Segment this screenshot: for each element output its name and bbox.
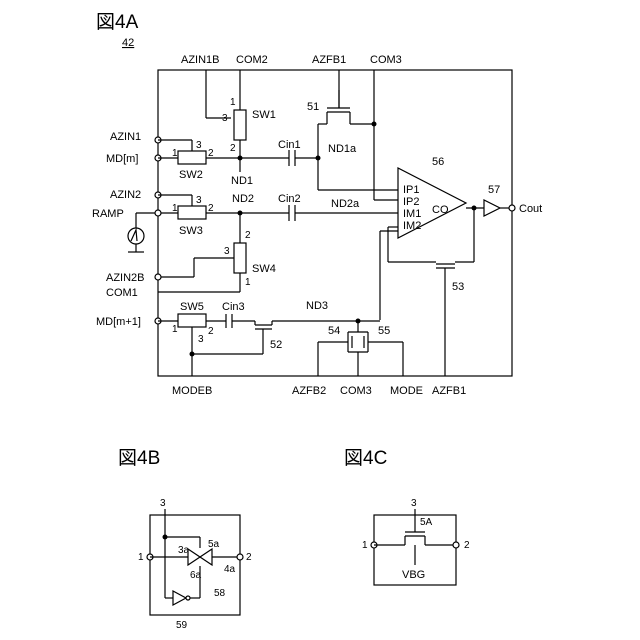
sw3-pin1: 1: [172, 203, 178, 214]
sw2-pin3: 3: [196, 140, 202, 151]
sw1-pin3: 3: [222, 113, 228, 124]
sw5-label: SW5: [180, 301, 204, 313]
label-t54: 54: [328, 325, 340, 337]
fig-4b-tgate-left: [188, 549, 200, 565]
label-im1: IM1: [403, 208, 421, 220]
sw4-pin3: 3: [224, 246, 230, 257]
fig-4b-label-58: 58: [214, 588, 226, 599]
label-nd2: ND2: [232, 193, 254, 205]
term-cout: [509, 205, 515, 211]
label-t53: 53: [452, 281, 464, 293]
sw1-pin1: 1: [230, 97, 236, 108]
label-ip1: IP1: [403, 184, 420, 196]
sw1-label: SW1: [252, 109, 276, 121]
fig-4c-pin2: 2: [464, 540, 470, 551]
term-ramp: [155, 210, 161, 216]
fig-4b-title: 図4B: [118, 448, 160, 469]
buffer-57: [484, 200, 500, 216]
sw4-pin2: 2: [245, 230, 251, 241]
label-nd1a: ND1a: [328, 143, 357, 155]
sw4-label: SW4: [252, 263, 276, 275]
fig-4c-label-5a: 5A: [420, 517, 433, 528]
label-com3-bottom: COM3: [340, 385, 372, 397]
fig-4c-pin1: 1: [362, 540, 368, 551]
label-azin1: AZIN1: [110, 131, 141, 143]
sw5-pin3: 3: [198, 334, 204, 345]
label-azin2: AZIN2: [110, 189, 141, 201]
sw1-pin2: 2: [230, 143, 236, 154]
fig-4c-term-2: [453, 542, 459, 548]
sw4-box: [234, 243, 246, 273]
sw5-pin1: 1: [172, 324, 178, 335]
sw2-label: SW2: [179, 169, 203, 181]
label-cin1: Cin1: [278, 139, 301, 151]
fig-4b-label-59: 59: [176, 620, 188, 631]
fig-4c-pin3: 3: [411, 498, 417, 509]
label-azin1b: AZIN1B: [181, 54, 220, 66]
label-t51: 51: [307, 101, 319, 113]
label-com3-top: COM3: [370, 54, 402, 66]
label-md-m1: MD[m+1]: [96, 316, 141, 328]
label-ip2: IP2: [403, 196, 420, 208]
label-azfb1-top: AZFB1: [312, 54, 346, 66]
sw3-pin3: 3: [196, 195, 202, 206]
fig-4b-label-5a: 5a: [208, 539, 220, 550]
label-cin2: Cin2: [278, 193, 301, 205]
label-ramp: RAMP: [92, 208, 124, 220]
fig-4b-label-4a: 4a: [224, 564, 236, 575]
fig-4b-tgate-right: [200, 549, 212, 565]
label-com1: COM1: [106, 287, 138, 299]
label-nd3: ND3: [306, 300, 328, 312]
figure-4a: 図4A 42 AZIN1B COM2 AZFB1 COM3 SW1 1 3 2 …: [92, 12, 542, 397]
label-nd1: ND1: [231, 175, 253, 187]
label-azin2b: AZIN2B: [106, 272, 145, 284]
sw5-box: [178, 314, 206, 327]
label-t52: 52: [270, 339, 282, 351]
label-comp-56: 56: [432, 156, 444, 168]
sw2-pin1: 1: [172, 148, 178, 159]
label-com2-top: COM2: [236, 54, 268, 66]
label-md-m: MD[m]: [106, 153, 138, 165]
label-modeb: MODEB: [172, 385, 212, 397]
sw3-box: [178, 206, 206, 219]
term-azin2b: [155, 274, 161, 280]
label-t55: 55: [378, 325, 390, 337]
fig-4b-pin2: 2: [246, 552, 252, 563]
fig-4b-term-2: [237, 554, 243, 560]
fig-4a-ref: 42: [122, 37, 134, 49]
node-com3-t51: [372, 122, 377, 127]
figure-4b: 図4B 3 5a 1 3a 2 4a 6a 58 59: [118, 448, 252, 631]
label-co: CO: [432, 204, 449, 216]
label-azfb2: AZFB2: [292, 385, 326, 397]
figure-4c: 図4C 3 5A 1 2 VBG: [344, 448, 470, 585]
fig-4a-title: 図4A: [96, 12, 139, 33]
label-im2: IM2: [403, 220, 421, 232]
sw4-pin1: 1: [245, 277, 251, 288]
sw3-pin2: 2: [208, 203, 214, 214]
label-cout: Cout: [519, 203, 542, 215]
fig-4b-inverter-bubble: [186, 596, 190, 600]
label-nd2a: ND2a: [331, 198, 360, 210]
label-mode: MODE: [390, 385, 423, 397]
label-azfb1-bottom: AZFB1: [432, 385, 466, 397]
sw2-box: [178, 151, 206, 164]
sw5-pin2: 2: [208, 326, 214, 337]
sw3-label: SW3: [179, 225, 203, 237]
fig-4b-pin1: 1: [138, 552, 144, 563]
fig-4c-label-vbg: VBG: [402, 569, 425, 581]
fig-4b-inverter-59: [173, 591, 186, 605]
sw1-box: [234, 110, 246, 140]
fig-4b-pin3: 3: [160, 498, 166, 509]
sw2-pin2: 2: [208, 148, 214, 159]
label-cin3: Cin3: [222, 301, 245, 313]
label-buf-57: 57: [488, 184, 500, 196]
fig-4c-title: 図4C: [344, 448, 387, 469]
